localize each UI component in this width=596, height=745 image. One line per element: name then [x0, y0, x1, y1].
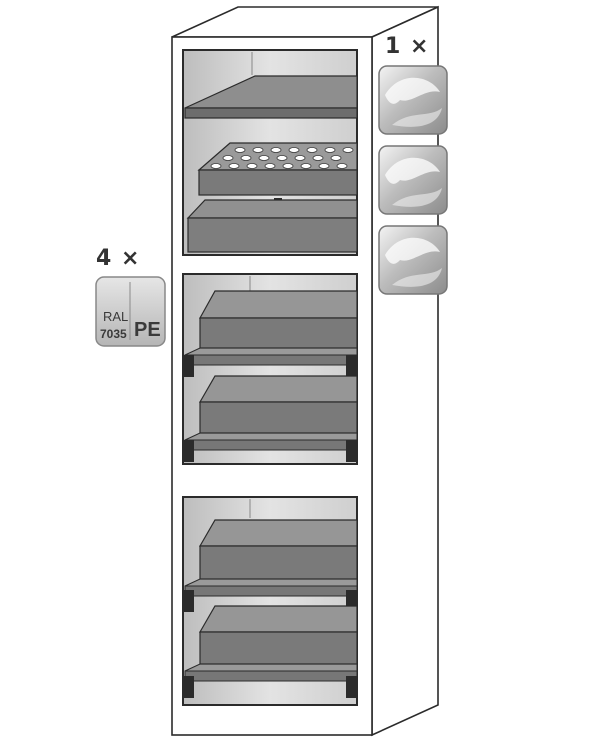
perforation-holes [210, 147, 354, 169]
ral-pe-swatch: RAL 7035 PE [95, 276, 166, 347]
quantity-right-label: 1 × [385, 34, 430, 59]
metal-swatch-3 [378, 225, 448, 295]
compartment-middle [182, 273, 358, 465]
metal-swatch-2 [378, 145, 448, 215]
swatch-7035-label: 7035 [100, 327, 127, 341]
compartment-top [182, 49, 358, 256]
swatch-ral-label: RAL [103, 309, 128, 324]
swatch-pe-label: PE [134, 319, 161, 341]
quantity-left-label: 4 × [96, 246, 141, 271]
compartment-bottom [182, 496, 358, 706]
metal-swatch-1 [378, 65, 448, 135]
